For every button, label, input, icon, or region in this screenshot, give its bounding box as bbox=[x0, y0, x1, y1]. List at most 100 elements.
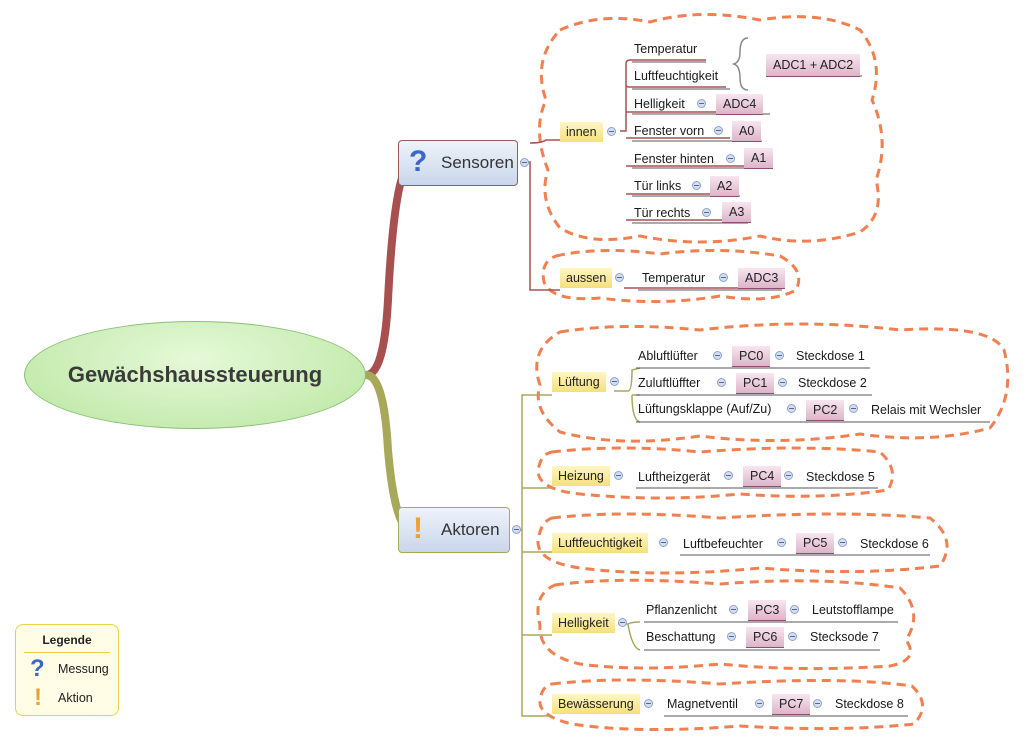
legend-title: Legende bbox=[42, 633, 92, 647]
collapse-aussen-icon[interactable] bbox=[615, 273, 624, 282]
aktoren-topic[interactable]: ! Aktoren bbox=[398, 507, 510, 553]
collapse-magnetventil-icon[interactable] bbox=[755, 699, 764, 708]
pin-pc0: PC0 bbox=[732, 346, 771, 367]
boundary-luftfeuchtigkeit bbox=[536, 512, 949, 575]
target-steckdose-8[interactable]: Steckdose 8 bbox=[835, 697, 904, 711]
pin-pc6: PC6 bbox=[746, 627, 785, 648]
category-bewaesserung[interactable]: Bewässerung bbox=[552, 694, 640, 714]
legend-item-aktion: Aktion bbox=[58, 691, 93, 705]
pin-a1: A1 bbox=[744, 148, 774, 169]
collapse-pc2-icon[interactable] bbox=[849, 404, 858, 413]
boundary-lueftung bbox=[535, 322, 1010, 443]
collapse-lueftung-icon[interactable] bbox=[610, 377, 619, 386]
boundary-innen bbox=[537, 12, 884, 244]
collapse-heizung-icon[interactable] bbox=[614, 471, 623, 480]
collapse-tuer-links-icon[interactable] bbox=[692, 181, 701, 190]
legend-item-messung: Messung bbox=[58, 662, 109, 676]
collapse-abluftluefter-icon[interactable] bbox=[713, 351, 722, 360]
helligkeit-item-beschattung[interactable]: Beschattung bbox=[646, 630, 716, 644]
branch-sensoren bbox=[362, 161, 412, 379]
collapse-tuer-rechts-icon[interactable] bbox=[702, 208, 711, 217]
lueftung-item-zuluftlueffter[interactable]: Zuluftlüffter bbox=[638, 376, 701, 390]
category-innen[interactable]: innen bbox=[560, 122, 603, 142]
collapse-innen-icon[interactable] bbox=[607, 127, 616, 136]
pin-adc1-adc2: ADC1 + ADC2 bbox=[766, 54, 861, 77]
collapse-sensoren-icon[interactable] bbox=[520, 158, 529, 167]
collapse-pc3-icon[interactable] bbox=[790, 605, 799, 614]
innen-item-tuer-rechts[interactable]: Tür rechts bbox=[634, 206, 691, 220]
exclamation-mark-icon: ! bbox=[34, 684, 42, 711]
collapse-fenster-hinten-icon[interactable] bbox=[726, 154, 735, 163]
luftfeuchtigkeit-item-luftbefeuchter[interactable]: Luftbefeuchter bbox=[683, 537, 763, 551]
connector-sensoren bbox=[520, 161, 560, 291]
innen-item-luftfeuchtigkeit[interactable]: Luftfeuchtigkeit bbox=[634, 69, 719, 83]
lueftung-item-abluftluefter[interactable]: Abluftlüfter bbox=[638, 349, 698, 363]
heizung-item-luftheizgeraet[interactable]: Luftheizgerät bbox=[638, 470, 711, 484]
collapse-luftfeuchtigkeit-icon[interactable] bbox=[659, 538, 668, 547]
exclamation-mark-icon: ! bbox=[413, 512, 423, 545]
connector-helligkeit-items bbox=[618, 621, 641, 651]
pin-pc5: PC5 bbox=[796, 533, 835, 554]
collapse-pflanzenlicht-icon[interactable] bbox=[729, 605, 738, 614]
question-mark-icon: ? bbox=[409, 145, 428, 178]
target-stecksode-7[interactable]: Stecksode 7 bbox=[810, 630, 879, 644]
aussen-item-temperatur[interactable]: Temperatur bbox=[642, 271, 706, 285]
collapse-luftheizgeraet-icon[interactable] bbox=[724, 471, 733, 480]
collapse-fenster-vorn-icon[interactable] bbox=[714, 126, 723, 135]
pin-a0: A0 bbox=[732, 121, 762, 142]
category-luftfeuchtigkeit[interactable]: Luftfeuchtigkeit bbox=[552, 533, 649, 553]
collapse-pc4-icon[interactable] bbox=[784, 471, 793, 480]
collapse-pc5-icon[interactable] bbox=[838, 538, 847, 547]
innen-item-temperatur[interactable]: Temperatur bbox=[634, 42, 698, 56]
target-steckdose-1[interactable]: Steckdose 1 bbox=[796, 349, 865, 363]
innen-item-tuer-links[interactable]: Tür links bbox=[634, 179, 682, 193]
connector-innen-items bbox=[620, 59, 744, 221]
root-topic[interactable]: Gewächshaussteuerung bbox=[24, 321, 366, 429]
legend: Legende ? Messung ! Aktion bbox=[15, 624, 119, 716]
category-aussen[interactable]: aussen bbox=[560, 268, 613, 288]
collapse-aussen-temperatur-icon[interactable] bbox=[719, 273, 728, 282]
aktoren-label: Aktoren bbox=[441, 520, 500, 539]
collapse-aktoren-icon[interactable] bbox=[512, 525, 521, 534]
category-lueftung[interactable]: Lüftung bbox=[552, 372, 606, 392]
collapse-pc6-icon[interactable] bbox=[788, 632, 797, 641]
sensoren-label: Sensoren bbox=[441, 153, 514, 172]
lueftung-item-lueftungsklappe[interactable]: Lüftungsklappe (Auf/Zu) bbox=[638, 402, 772, 416]
pin-adc3: ADC3 bbox=[738, 268, 786, 289]
category-helligkeit[interactable]: Helligkeit bbox=[552, 613, 615, 633]
boundary-heizung bbox=[536, 446, 894, 500]
boundary-bewaesserung bbox=[538, 678, 924, 732]
helligkeit-item-pflanzenlicht[interactable]: Pflanzenlicht bbox=[646, 603, 717, 617]
collapse-luftbefeuchter-icon[interactable] bbox=[777, 538, 786, 547]
boundary-aussen bbox=[541, 248, 801, 304]
target-steckdose-2[interactable]: Steckdose 2 bbox=[798, 376, 867, 390]
innen-item-fenster-hinten[interactable]: Fenster hinten bbox=[634, 152, 714, 166]
target-steckdose-5[interactable]: Steckdose 5 bbox=[806, 470, 875, 484]
legend-divider bbox=[24, 652, 110, 653]
collapse-beschattung-icon[interactable] bbox=[727, 632, 736, 641]
group-brace bbox=[731, 37, 749, 91]
target-steckdose-6[interactable]: Steckdose 6 bbox=[860, 537, 929, 551]
bewaesserung-item-magnetventil[interactable]: Magnetventil bbox=[667, 697, 738, 711]
collapse-pc0-icon[interactable] bbox=[775, 351, 784, 360]
collapse-zuluftlueffter-icon[interactable] bbox=[717, 378, 726, 387]
boundary-helligkeit bbox=[536, 578, 916, 671]
pin-pc3: PC3 bbox=[748, 600, 787, 621]
innen-item-helligkeit[interactable]: Helligkeit bbox=[634, 97, 685, 111]
collapse-helligkeit-icon[interactable] bbox=[697, 99, 706, 108]
collapse-pc7-icon[interactable] bbox=[813, 699, 822, 708]
innen-item-fenster-vorn[interactable]: Fenster vorn bbox=[634, 124, 705, 138]
target-leutstofflampe[interactable]: Leutstofflampe bbox=[812, 603, 894, 617]
pin-pc1: PC1 bbox=[736, 373, 775, 394]
connector-innen bbox=[529, 139, 560, 144]
collapse-lueftungsklappe-icon[interactable] bbox=[787, 404, 796, 413]
collapse-helligkeit-aktor-icon[interactable] bbox=[618, 618, 627, 627]
pin-pc4: PC4 bbox=[743, 466, 782, 487]
collapse-bewaesserung-icon[interactable] bbox=[644, 699, 653, 708]
collapse-pc1-icon[interactable] bbox=[778, 378, 787, 387]
sensoren-topic[interactable]: ? Sensoren bbox=[398, 140, 518, 186]
target-relais[interactable]: Relais mit Wechsler bbox=[871, 403, 982, 417]
category-heizung[interactable]: Heizung bbox=[552, 466, 610, 486]
question-mark-icon: ? bbox=[30, 655, 45, 682]
connector-aktoren bbox=[518, 394, 552, 717]
